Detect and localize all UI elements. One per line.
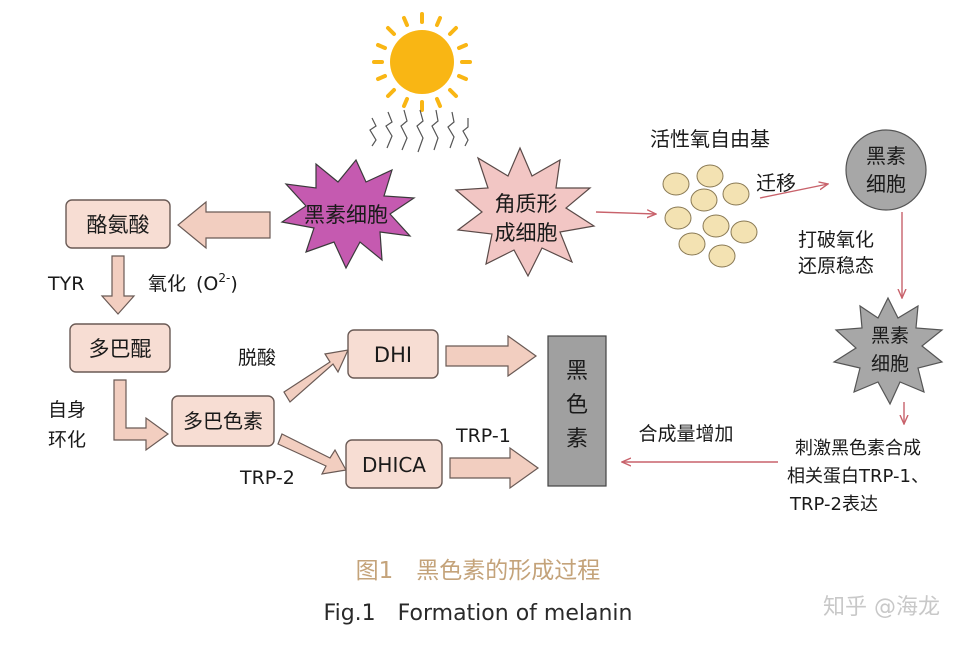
tyrosine-label: 酪氨酸	[87, 213, 150, 237]
ros-particles	[662, 164, 758, 268]
dopachrome-box: 多巴色素	[171, 395, 275, 447]
dhi-box: DHI	[347, 329, 439, 379]
arrow-to-ros	[595, 212, 656, 214]
dopaquinone-label: 多巴醌	[89, 337, 152, 361]
stimulate-label-3: TRP-2表达	[789, 494, 878, 515]
melanocyte-gray-star-label-2: 细胞	[871, 353, 909, 375]
keratinocyte-label-1: 角质形	[495, 192, 558, 216]
melanocyte-circle: 黑素 细胞	[845, 129, 927, 211]
dopaquinone-box: 多巴醌	[69, 323, 171, 373]
synthesis-increase-label: 合成量增加	[638, 423, 733, 445]
dhica-label: DHICA	[362, 453, 426, 477]
arrow-to-dhica	[277, 433, 347, 475]
dhica-box: DHICA	[345, 439, 443, 489]
tyr-label: TYR	[47, 273, 84, 295]
arrow-melanocyte-to-tyrosine	[177, 200, 271, 250]
melanin-box: 黑 色 素	[547, 335, 607, 487]
arrow-dhica-to-melanin	[449, 446, 540, 490]
caption-cn: 图1 黑色素的形成过程	[356, 558, 601, 584]
cyclization-label-1: 自身	[48, 399, 86, 421]
cyclization-label-2: 环化	[48, 429, 86, 451]
watermark: 知乎 @海龙	[823, 595, 940, 620]
melanocyte-star: 黑素细胞	[280, 158, 416, 270]
ros-label: 活性氧自由基	[650, 127, 770, 151]
melanocyte-circle-label-2: 细胞	[866, 172, 906, 196]
melanin-char-3: 素	[566, 427, 588, 452]
melanocyte-circle-label-1: 黑素	[866, 144, 906, 168]
caption-en: Fig.1 Formation of melanin	[324, 601, 633, 626]
melanocyte-label: 黑素细胞	[304, 203, 388, 227]
oxidation-label: 氧化	[148, 273, 186, 295]
dhi-label: DHI	[374, 343, 412, 367]
melanin-char-2: 色	[566, 393, 588, 418]
keratinocyte-star: 角质形 成细胞	[454, 146, 596, 278]
arrow-migrate	[759, 184, 828, 199]
uv-rays-icon	[369, 109, 469, 153]
arrow-to-dhi	[283, 349, 350, 403]
trp1-label: TRP-1	[455, 425, 511, 447]
o2-label: (O2-)	[196, 271, 238, 295]
arrow-tyrosine-to-dopaquinone	[100, 255, 136, 315]
break-redox-label-2: 还原稳态	[798, 255, 874, 277]
melanin-char-1: 黑	[566, 359, 588, 384]
decarboxylation-label: 脱酸	[238, 347, 276, 369]
melanocyte-gray-star-label-1: 黑素	[871, 325, 909, 347]
melanocyte-gray-star: 黑素 细胞	[832, 296, 944, 406]
break-redox-label-1: 打破氧化	[798, 229, 874, 251]
stimulate-label-2: 相关蛋白TRP-1、	[787, 466, 929, 487]
sun-icon	[372, 12, 472, 112]
dopachrome-label: 多巴色素	[183, 409, 263, 433]
arrow-cyclization	[113, 379, 170, 452]
migrate-label: 迁移	[756, 171, 796, 195]
trp2-label: TRP-2	[239, 467, 295, 489]
keratinocyte-label-2: 成细胞	[495, 221, 558, 245]
stimulate-label-1: 刺激黑色素合成	[795, 438, 921, 459]
arrow-dhi-to-melanin	[445, 334, 538, 378]
tyrosine-box: 酪氨酸	[65, 199, 171, 249]
